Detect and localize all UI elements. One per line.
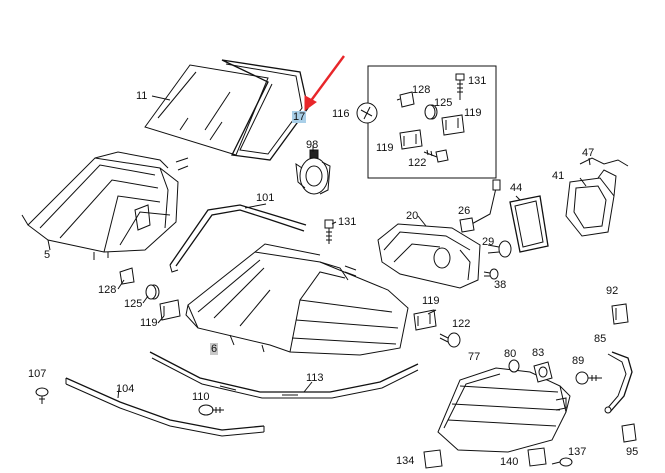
pointer-arrow: [304, 55, 345, 111]
lower-trim-strip-part[interactable]: [65, 377, 265, 437]
screw-part[interactable]: [198, 404, 224, 416]
tail-lamp-housing-part[interactable]: [185, 243, 409, 356]
gasket-part[interactable]: [509, 195, 549, 253]
callout-20[interactable]: 20: [406, 210, 419, 222]
callout-140[interactable]: 140: [500, 456, 519, 468]
callout-92[interactable]: 92: [606, 285, 619, 297]
callout-137[interactable]: 137: [568, 446, 587, 458]
small-bulb-part[interactable]: [483, 268, 499, 280]
leader-lines: [117, 95, 591, 399]
seal-strip-part[interactable]: [579, 157, 629, 167]
callout-131[interactable]: 131: [338, 216, 357, 228]
leveling-motor-part[interactable]: [295, 149, 331, 195]
callout-85[interactable]: 85: [594, 333, 607, 345]
clip-part[interactable]: [621, 423, 637, 443]
callout-26[interactable]: 26: [458, 205, 471, 217]
side-marker-lamp-part[interactable]: [565, 169, 617, 237]
callout-125[interactable]: 125: [434, 97, 453, 109]
retaining-clip-part[interactable]: [413, 309, 437, 331]
clip-part[interactable]: [396, 91, 415, 108]
callout-98[interactable]: 98: [306, 139, 319, 151]
callout-122[interactable]: 122: [452, 318, 471, 330]
headlamp-lens-part[interactable]: [144, 64, 269, 156]
callout-116[interactable]: 116: [332, 108, 350, 120]
lens-seal-part[interactable]: [221, 59, 309, 161]
callout-107[interactable]: 107: [28, 368, 47, 380]
callout-122[interactable]: 122: [408, 157, 427, 169]
bulb-part[interactable]: [508, 359, 520, 373]
callout-104[interactable]: 104: [116, 383, 135, 395]
callout-131[interactable]: 131: [468, 75, 487, 87]
bulb-socket-part[interactable]: [533, 361, 553, 383]
callout-113[interactable]: 113: [306, 372, 324, 384]
clip-part[interactable]: [527, 447, 547, 467]
callout-6-highlighted[interactable]: 6: [210, 343, 219, 355]
callout-119[interactable]: 119: [140, 317, 158, 329]
callout-128[interactable]: 128: [98, 284, 117, 296]
callout-89[interactable]: 89: [572, 355, 585, 367]
callout-119[interactable]: 119: [422, 295, 440, 307]
retaining-clip-part[interactable]: [441, 114, 465, 136]
headlamp-housing-part[interactable]: [21, 151, 189, 260]
bulb-part[interactable]: [487, 240, 512, 258]
callout-110[interactable]: 110: [192, 391, 210, 403]
callout-134[interactable]: 134: [396, 455, 415, 467]
clip-part[interactable]: [611, 303, 629, 325]
screw-part[interactable]: [324, 219, 334, 244]
callout-77[interactable]: 77: [468, 351, 481, 363]
mounting-strip-part[interactable]: [169, 204, 307, 273]
callout-38[interactable]: 38: [494, 279, 507, 291]
callout-44[interactable]: 44: [510, 182, 523, 194]
grommet-part[interactable]: [424, 104, 438, 120]
callout-119[interactable]: 119: [464, 107, 482, 119]
callout-101[interactable]: 101: [256, 192, 275, 204]
clip-part[interactable]: [423, 449, 443, 469]
screw-part[interactable]: [455, 73, 465, 100]
callout-29[interactable]: 29: [482, 236, 495, 248]
tail-lamp-lens-part[interactable]: [437, 367, 571, 453]
grommet-part[interactable]: [145, 284, 160, 300]
callout-17-highlighted[interactable]: 17: [292, 111, 307, 123]
bulb-socket-part[interactable]: [459, 179, 501, 233]
bracket-part[interactable]: [604, 351, 633, 414]
bolt-part[interactable]: [575, 371, 602, 385]
trim-strip-part[interactable]: [149, 351, 419, 399]
retaining-clip-part[interactable]: [399, 129, 423, 150]
callout-128[interactable]: 128: [412, 84, 431, 96]
detail-inset-box: [356, 65, 497, 179]
callout-95[interactable]: 95: [626, 446, 639, 458]
screw-part[interactable]: [551, 457, 573, 467]
bolt-part[interactable]: [423, 149, 449, 163]
callout-11[interactable]: 11: [136, 90, 148, 102]
callout-80[interactable]: 80: [504, 348, 517, 360]
callout-125[interactable]: 125: [124, 298, 143, 310]
turn-signal-housing-part[interactable]: [377, 223, 481, 289]
clip-part[interactable]: [119, 267, 135, 285]
callout-47[interactable]: 47: [582, 147, 595, 159]
screw-part[interactable]: [35, 387, 49, 404]
callout-41[interactable]: 41: [552, 170, 565, 182]
bolt-part[interactable]: [439, 332, 461, 348]
callout-119[interactable]: 119: [376, 142, 394, 154]
retaining-clip-part[interactable]: [159, 299, 181, 321]
callout-5[interactable]: 5: [44, 249, 51, 261]
callout-83[interactable]: 83: [532, 347, 545, 359]
